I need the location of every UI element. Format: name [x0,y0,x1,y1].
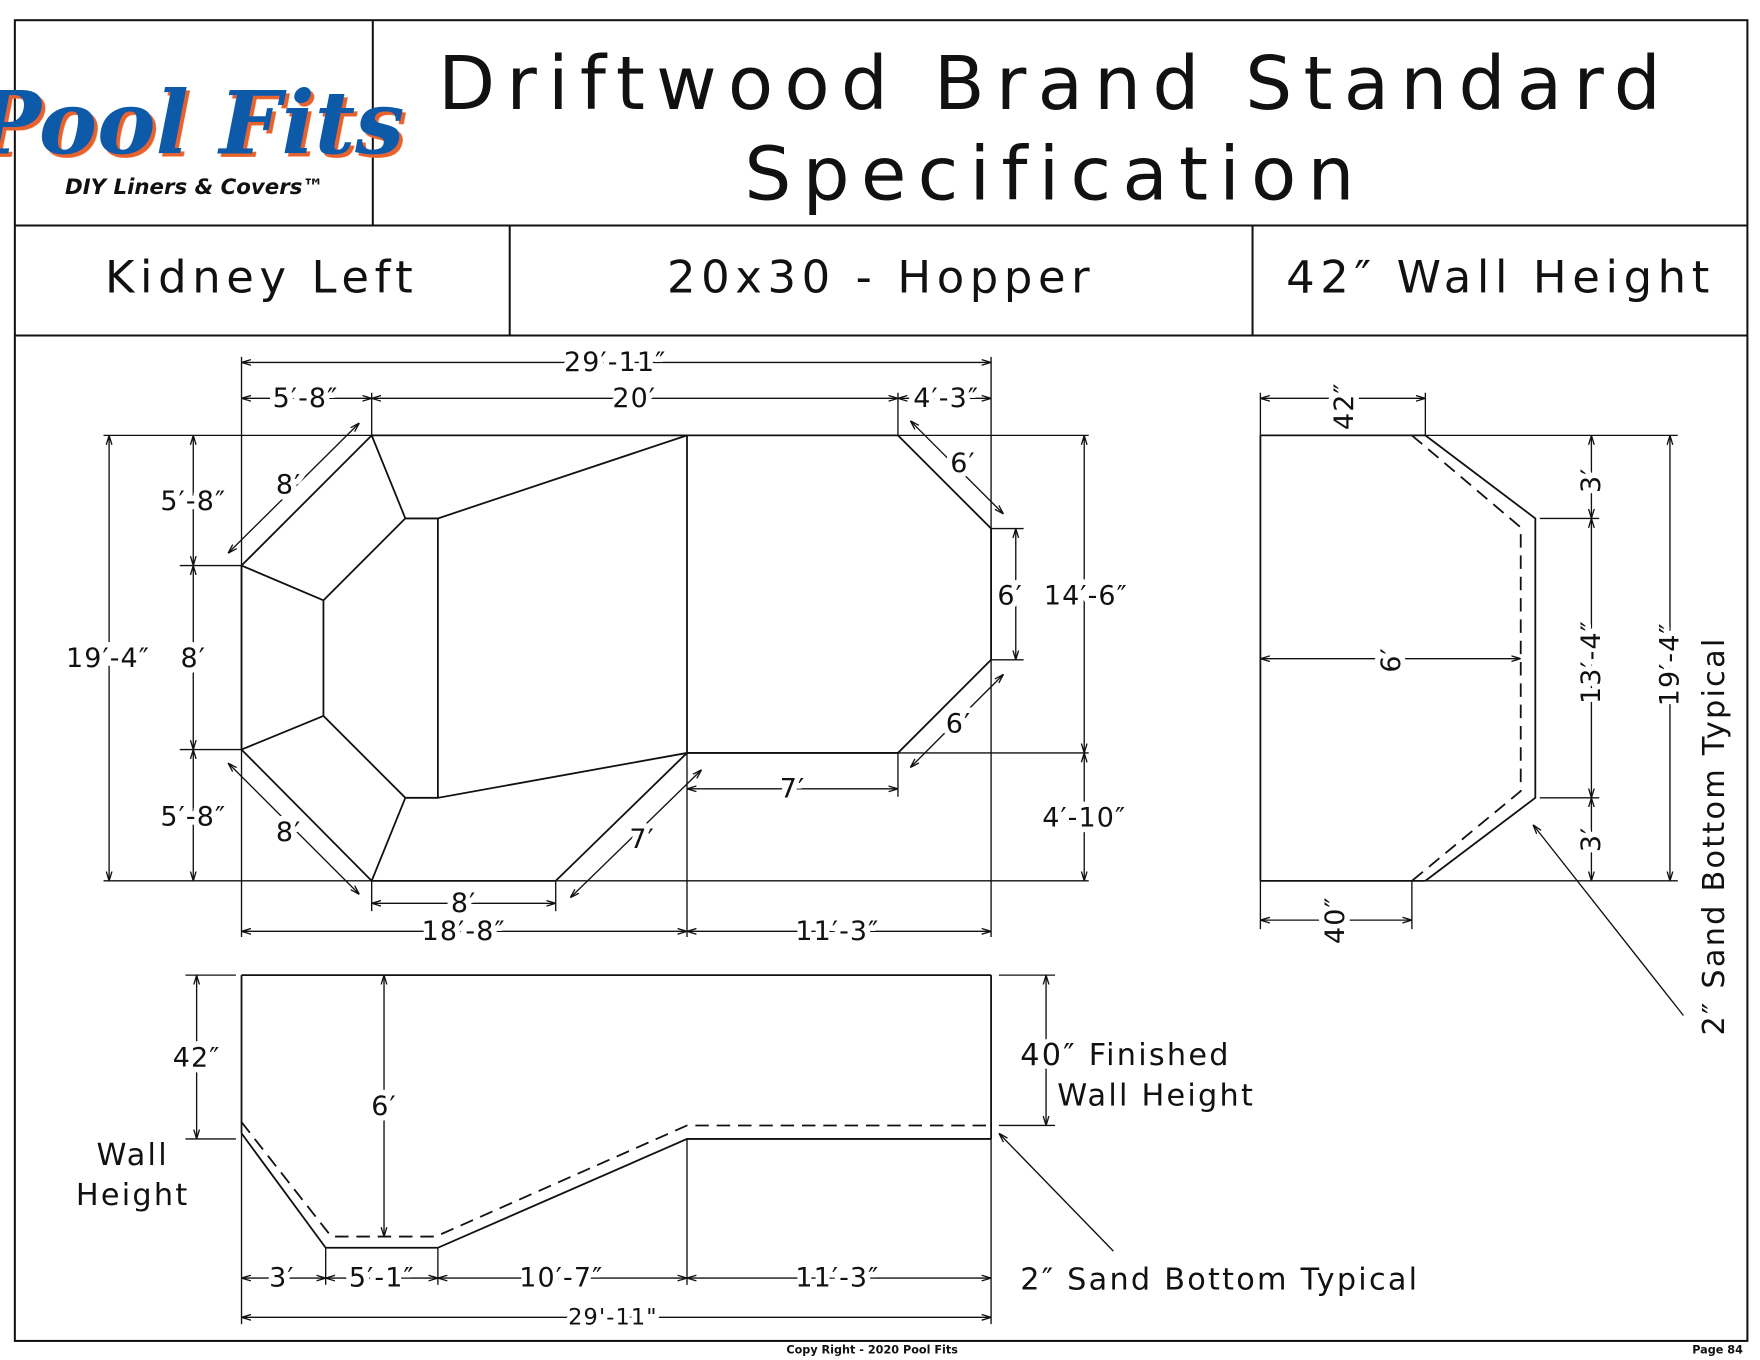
dim-floor: 13′-4″ [1576,620,1607,704]
dim-overall-profile: 29'-11" [568,1304,658,1330]
title-line-2: Specification [744,132,1365,218]
wall-height-label: 42″ Wall Height [1286,251,1715,304]
dim-overall: 19′-4″ [1654,622,1685,706]
title-line-1: Driftwood Brand Standard [438,41,1672,127]
dim-bottom-wall: 40″ [1320,896,1351,944]
logo-brand: Pool Fits [0,72,404,175]
dim-overall-length: 29′-11″ [564,347,666,378]
plan-view: 29′-11″ 5′-8″ 20′ 4′-3″ 19′-4″ 5′-8″ 8′ … [60,341,1132,952]
dim-top-left: 5′-8″ [273,383,339,414]
dim-bottom-right: 11′-3″ [795,916,879,947]
dim-upper-slope: 3′ [1576,468,1607,493]
wall-label-2: Height [76,1178,190,1213]
size-label: 20x30 - Hopper [667,251,1095,304]
dim-seg1: 3′ [269,1263,295,1294]
dim-right-width: 14′-6″ [1044,580,1128,611]
dim-diagonal-bottom: 7′ [629,824,654,855]
sand-bottom-note: 2″ Sand Bottom Typical [1697,636,1732,1035]
page-number: Page 84 [1692,1343,1743,1356]
dim-top-wall: 42″ [1329,382,1360,430]
dim-right-side: 6′ [997,580,1023,611]
title-block [13,19,1749,1342]
dim-depth: 6′ [371,1091,397,1122]
copyright: Copy Right - 2020 Pool Fits [786,1343,958,1356]
dim-left-lower: 5′-8″ [160,801,226,832]
dim-wall: 42″ [173,1043,221,1074]
section-view: 42″ 40″ 6′ 3′ 13′-4″ 3′ 19′-4″ 2″ Sand B… [1259,377,1736,1040]
dim-inner-step: 7′ [780,773,805,804]
dim-bottom-left: 18′-8″ [422,916,506,947]
pool-fits-logo: Pool Fits DIY Liners & Covers™ [0,72,404,200]
dim-bottom-short: 8′ [451,888,477,919]
shape-label: Kidney Left [105,251,418,304]
dim-overall-width: 19′-4″ [66,643,150,674]
dim-depth: 6′ [1376,647,1407,673]
dim-seg2: 5′-1″ [349,1263,415,1294]
dim-left-middle: 8′ [181,643,207,674]
dim-chamfer-top-right: 6′ [950,448,976,479]
dim-chamfer-bottom-right: 6′ [946,708,972,739]
dim-right-lower: 4′-10″ [1042,803,1126,834]
logo-tagline: DIY Liners & Covers™ [65,175,324,200]
dim-chamfer-lower-left: 8′ [276,817,302,848]
dim-top-middle: 20′ [612,383,656,414]
dim-chamfer-upper-left: 8′ [276,469,302,500]
wall-label-1: Wall [96,1138,168,1173]
dim-lower-slope: 3′ [1576,827,1607,852]
profile-view: 42″ Wall Height 6′ 40″ Finished Wall Hei… [71,974,1422,1336]
finished-label-2: Wall Height [1057,1078,1255,1113]
finished-label-1: 40″ Finished [1020,1038,1230,1073]
dim-seg4: 11′-3″ [795,1263,879,1294]
sand-bottom-note-profile: 2″ Sand Bottom Typical [1020,1262,1419,1297]
dim-seg3: 10′-7″ [519,1263,603,1294]
dim-left-upper: 5′-8″ [160,486,226,517]
dim-top-right: 4′-3″ [913,383,979,414]
